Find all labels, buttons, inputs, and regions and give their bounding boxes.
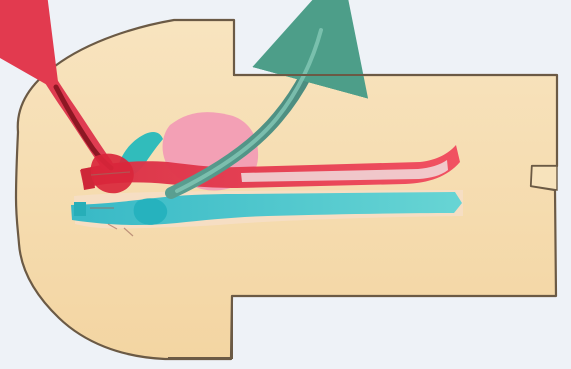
- teal-junction-knot: [134, 198, 168, 225]
- body-notch-right: [531, 166, 557, 190]
- teal-vein-left-cap: [74, 202, 86, 216]
